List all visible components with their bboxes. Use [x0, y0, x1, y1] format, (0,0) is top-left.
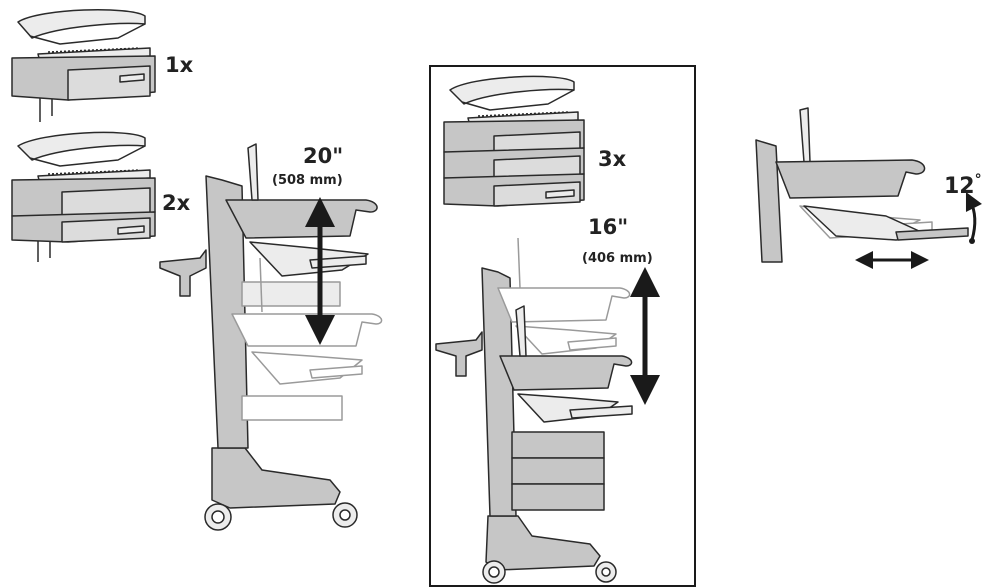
- label-height-left-in: 20": [303, 144, 343, 168]
- workstation-2x: [11, 131, 156, 262]
- label-1x: 1x: [165, 53, 194, 77]
- label-tilt-angle: 12°: [944, 172, 982, 199]
- cart-right: [435, 237, 633, 584]
- tilt-arrow: [965, 191, 983, 241]
- label-3x: 3x: [598, 147, 627, 171]
- workstation-3x: [443, 75, 585, 207]
- label-height-right-mm: (406 mm): [582, 251, 653, 266]
- label-degree-mark: °: [975, 172, 982, 188]
- panel-frame: [429, 65, 696, 587]
- keyboard-tray-detail: [755, 107, 969, 263]
- label-height-right-in: 16": [588, 215, 628, 239]
- label-height-left-mm: (508 mm): [272, 173, 343, 188]
- label-2x: 2x: [162, 191, 191, 215]
- label-tilt-value: 12: [944, 174, 975, 199]
- workstation-1x: [11, 9, 156, 122]
- cart-left: [159, 143, 383, 531]
